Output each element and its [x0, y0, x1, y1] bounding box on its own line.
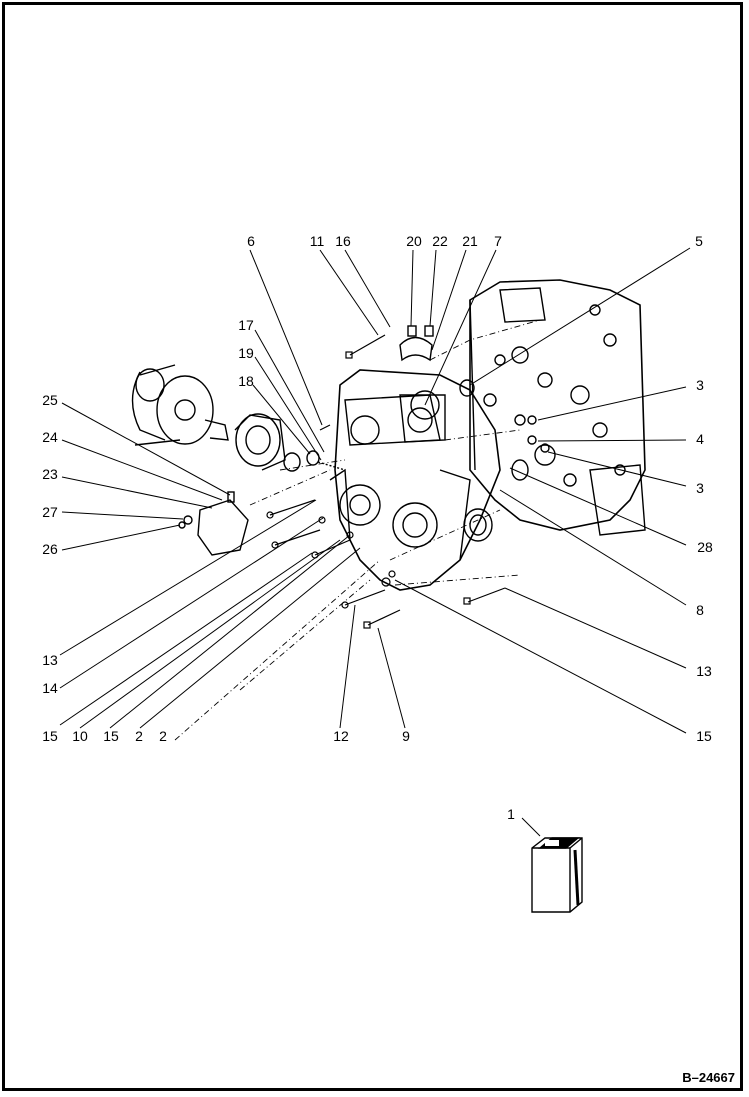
callout-21: 21: [462, 233, 478, 249]
seals: [459, 379, 550, 481]
callout-8: 8: [696, 602, 704, 618]
bolts: [266, 334, 506, 629]
callout-15-right: 15: [696, 728, 712, 744]
callout-26: 26: [42, 541, 58, 557]
callout-19: 19: [238, 345, 254, 361]
thermostat-cover: [178, 491, 249, 556]
callout-17: 17: [238, 317, 254, 333]
callout-23: 23: [42, 466, 58, 482]
callout-25: 25: [42, 392, 58, 408]
callout-24: 24: [42, 429, 58, 445]
callout-6: 6: [247, 233, 255, 249]
oil-filter: [131, 364, 229, 446]
callout-28: 28: [697, 539, 713, 555]
callout-2-a: 2: [135, 728, 143, 744]
callout-20: 20: [406, 233, 422, 249]
alignment-lines: [174, 319, 541, 741]
callout-1: 1: [507, 806, 515, 822]
callout-15-left: 15: [42, 728, 58, 744]
callout-10: 10: [72, 728, 88, 744]
callout-12: 12: [333, 728, 349, 744]
callout-4: 4: [696, 431, 704, 447]
gear-case: [329, 369, 501, 591]
callout-3-upper: 3: [696, 377, 704, 393]
callout-14: 14: [42, 680, 58, 696]
callout-18: 18: [238, 373, 254, 389]
callout-3-lower: 3: [696, 480, 704, 496]
callout-2-b: 2: [159, 728, 167, 744]
leader-lines: [59, 247, 691, 837]
callout-9: 9: [402, 728, 410, 744]
drawing-number: B–24667: [682, 1070, 735, 1085]
callout-7: 7: [494, 233, 502, 249]
callout-22: 22: [432, 233, 448, 249]
callout-15-mid: 15: [103, 728, 119, 744]
gasket-kit: [531, 837, 583, 913]
callout-27: 27: [42, 504, 58, 520]
callout-5: 5: [695, 233, 703, 249]
callout-13-right: 13: [696, 663, 712, 679]
engine-block: [469, 279, 646, 536]
callout-13-left: 13: [42, 652, 58, 668]
oil-pump-housing: [234, 413, 346, 472]
callout-16: 16: [335, 233, 351, 249]
callout-11: 11: [309, 233, 325, 249]
breather-cover: [399, 325, 434, 362]
